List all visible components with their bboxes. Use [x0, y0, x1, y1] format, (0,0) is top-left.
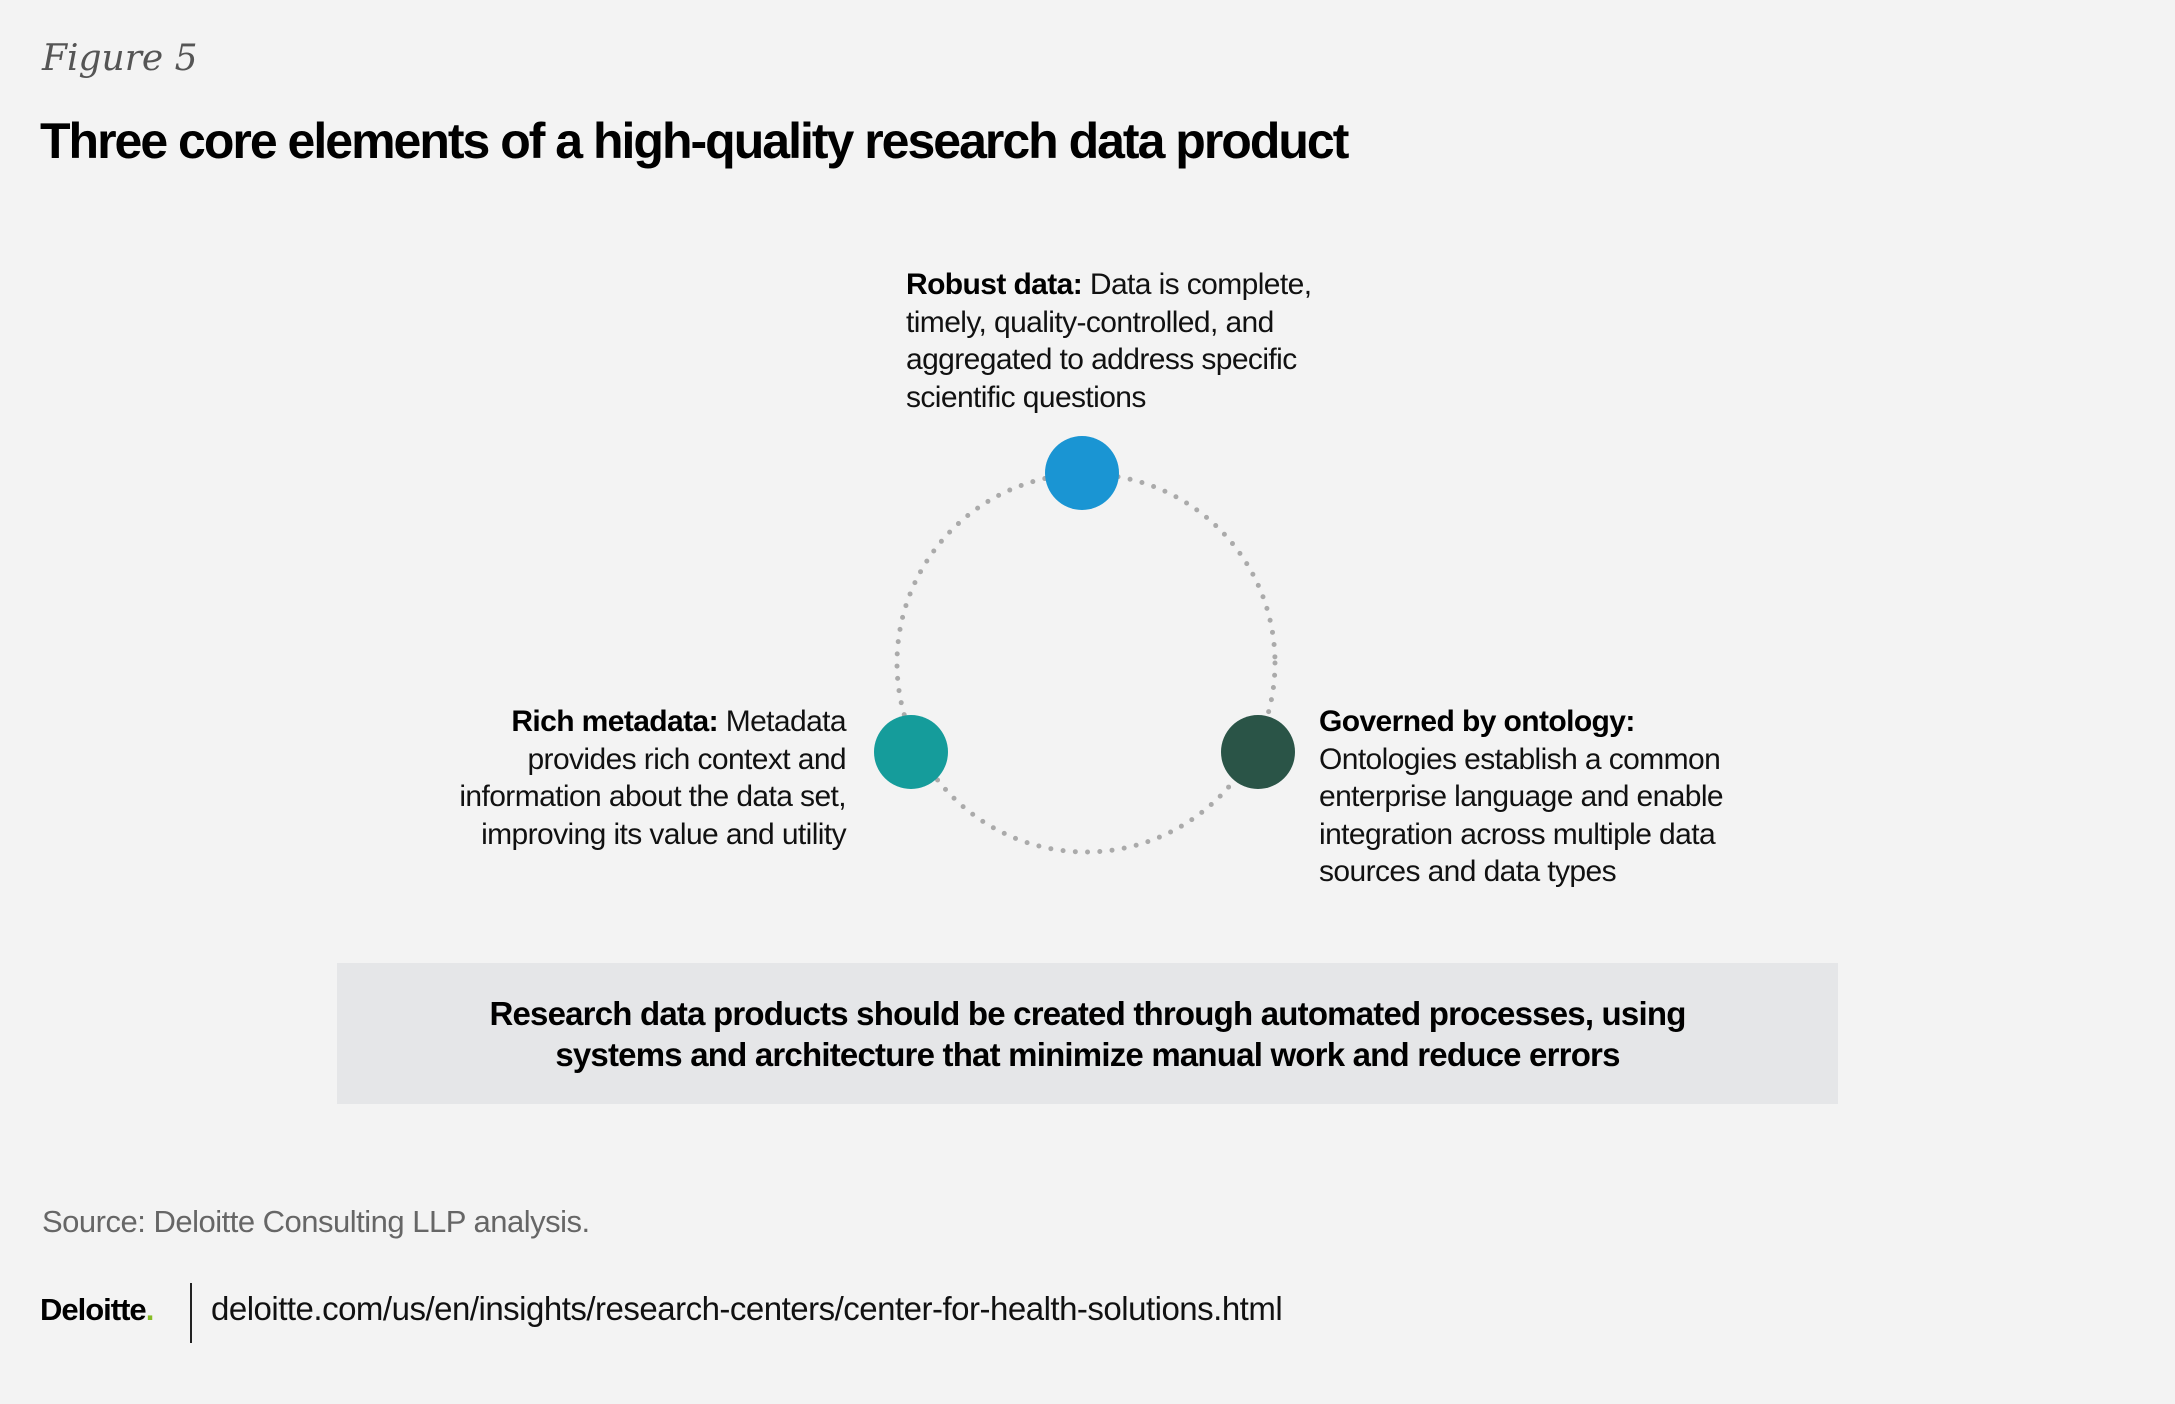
rich-metadata-node [874, 715, 948, 789]
footer-url[interactable]: deloitte.com/us/en/insights/research-cen… [211, 1290, 1283, 1327]
callout-box: Research data products should be created… [337, 963, 1838, 1104]
robust-data-text: Data is complete, timely, quality-contro… [906, 268, 1312, 414]
figure-label: Figure 5 [42, 38, 198, 79]
ontology-text: Ontologies establish a common enterprise… [1319, 742, 1724, 889]
robust-data-heading: Robust data: [906, 268, 1083, 301]
callout-text: Research data products should be created… [489, 994, 1686, 1073]
robust-data-description: Robust data: Data is complete, timely, q… [906, 266, 1346, 416]
dotted-ring [894, 471, 1278, 855]
rich-metadata-text: Metadata provides rich context and infor… [459, 705, 846, 851]
source-note: Source: Deloitte Consulting LLP analysis… [42, 1204, 590, 1239]
robust-data-node [1045, 436, 1119, 510]
logo-dot: . [145, 1292, 155, 1327]
figure-title: Three core elements of a high-quality re… [40, 113, 1349, 169]
footer-divider [190, 1283, 192, 1343]
logo-text: Deloitte [40, 1292, 147, 1327]
deloitte-logo: Deloitte. [40, 1292, 155, 1328]
rich-metadata-description: Rich metadata: Metadata provides rich co… [400, 703, 846, 853]
rich-metadata-heading: Rich metadata: [511, 705, 718, 738]
ontology-node [1221, 715, 1295, 789]
ontology-heading: Governed by ontology: [1319, 705, 1635, 738]
ontology-description: Governed by ontology: Ontologies establi… [1319, 703, 1779, 891]
